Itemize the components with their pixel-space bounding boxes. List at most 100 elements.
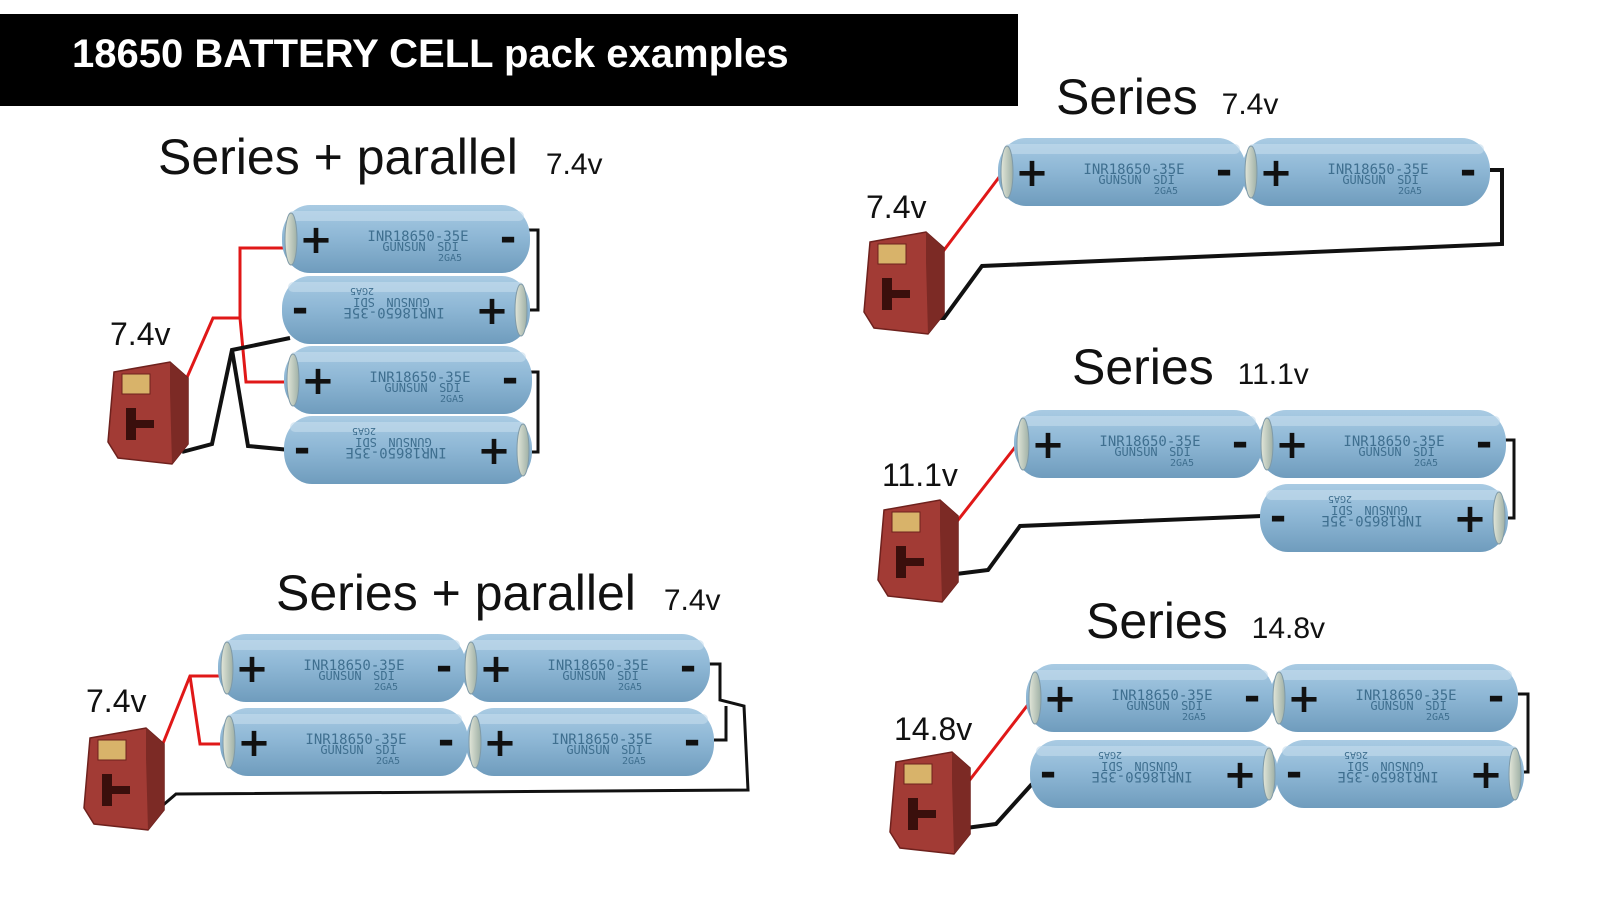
negative-terminal-symbol: -	[1476, 420, 1493, 466]
cell-print-text: 2GA5	[1328, 493, 1352, 504]
cell-print-text: INR18650-35E	[1327, 162, 1428, 178]
cell-print-text: SDI	[373, 669, 395, 683]
t-plug-connector-icon	[83, 727, 165, 831]
positive-terminal-symbol: +	[301, 358, 335, 404]
diagram-title: Series	[1072, 339, 1214, 395]
cell-body	[462, 634, 710, 702]
negative-terminal-symbol: -	[436, 644, 453, 690]
t-plug-connector-icon	[889, 751, 971, 855]
cell-print-text: INR18650-35E	[1321, 512, 1422, 528]
cell-print-text: 2GA5	[438, 253, 462, 264]
connector-slot	[112, 786, 130, 794]
cell-print-text: SDI	[1101, 759, 1123, 773]
diagram-voltage: 7.4v	[546, 148, 603, 181]
positive-wire	[238, 317, 290, 384]
cell-cap	[1016, 417, 1030, 471]
cell-body	[218, 634, 466, 702]
cell-print-text: 2GA5	[374, 682, 398, 693]
cell-print-text: SDI	[1413, 445, 1435, 459]
cell-print-text: INR18650-35E	[1091, 768, 1192, 784]
positive-terminal-symbol: +	[1287, 676, 1321, 722]
cell-print-text: INR18650-35E	[303, 658, 404, 674]
svg-text:Series 14.8v: Series 14.8v	[1086, 593, 1325, 649]
positive-terminal-symbol: +	[1223, 752, 1257, 798]
positive-wire	[960, 701, 1032, 791]
negative-wire	[965, 782, 1034, 830]
title-banner: 18650 BATTERY CELL pack examples	[0, 14, 1018, 106]
cell-cap	[468, 715, 482, 769]
cell-print-text: GUNSUN	[1370, 699, 1413, 713]
cell-highlight	[1036, 746, 1272, 756]
cell-cap	[1028, 671, 1042, 725]
negative-terminal-symbol: -	[438, 718, 455, 764]
t-plug-connector-icon	[877, 499, 959, 603]
cell-print-text: 2GA5	[1426, 712, 1450, 723]
cell-print-text: SDI	[1331, 503, 1353, 517]
cell-body	[1030, 740, 1278, 808]
cell-print-text: 2GA5	[440, 394, 464, 405]
cell-print-text: INR18650-35E	[1083, 162, 1184, 178]
cell-print-text: GUNSUN	[1134, 759, 1177, 773]
negative-terminal-symbol: -	[680, 644, 697, 690]
cell-body	[1276, 740, 1524, 808]
cell-body	[1014, 410, 1262, 478]
connector-side	[146, 728, 164, 830]
positive-terminal-symbol: +	[1043, 676, 1077, 722]
negative-terminal-symbol: -	[1040, 750, 1057, 796]
cell-highlight	[1032, 670, 1268, 680]
connector-voltage-label: 11.1v	[882, 457, 958, 493]
diagram-series-parallel-top: Series + parallel 7.4v 7.4v +-INR18650-3…	[107, 129, 603, 484]
negative-terminal-symbol: -	[684, 718, 701, 764]
negative-wire	[181, 336, 291, 454]
cell-print-text: SDI	[439, 381, 461, 395]
cell-print-text: 2GA5	[1098, 749, 1122, 760]
connector-slot	[918, 810, 936, 818]
negative-terminal-symbol: -	[500, 215, 517, 261]
connector-pin	[97, 739, 127, 761]
diagram-voltage: 7.4v	[664, 584, 721, 617]
cell-print-text: SDI	[1169, 445, 1191, 459]
positive-terminal-symbol: +	[1259, 150, 1293, 196]
connector-side	[926, 232, 944, 334]
positive-terminal-symbol: +	[1469, 752, 1503, 798]
cell-highlight	[472, 714, 708, 724]
cell-print-text: INR18650-35E	[1337, 768, 1438, 784]
connector-slot	[906, 558, 924, 566]
positive-terminal-symbol: +	[479, 646, 513, 692]
cell-print-text: SDI	[375, 743, 397, 757]
cell-print-text: GUNSUN	[1342, 173, 1385, 187]
connector-slot	[892, 290, 910, 298]
connector-pin	[877, 243, 907, 265]
cell-highlight	[288, 211, 524, 221]
cell-print-text: 2GA5	[618, 682, 642, 693]
cell-print-text: SDI	[1153, 173, 1175, 187]
cell-print-text: GUNSUN	[1114, 445, 1157, 459]
series-link-wire	[527, 370, 540, 454]
cell-highlight	[224, 640, 460, 650]
cell-highlight	[290, 422, 526, 432]
diagram-voltage: 7.4v	[1222, 88, 1279, 121]
cell-print-text: GUNSUN	[562, 669, 605, 683]
connector-side	[170, 362, 188, 464]
positive-terminal-symbol: +	[237, 720, 271, 766]
cell-print-text: INR18650-35E	[367, 229, 468, 245]
cell-print-text: 2GA5	[1182, 712, 1206, 723]
cell-cap	[1262, 747, 1276, 801]
cell-cap	[220, 641, 234, 695]
